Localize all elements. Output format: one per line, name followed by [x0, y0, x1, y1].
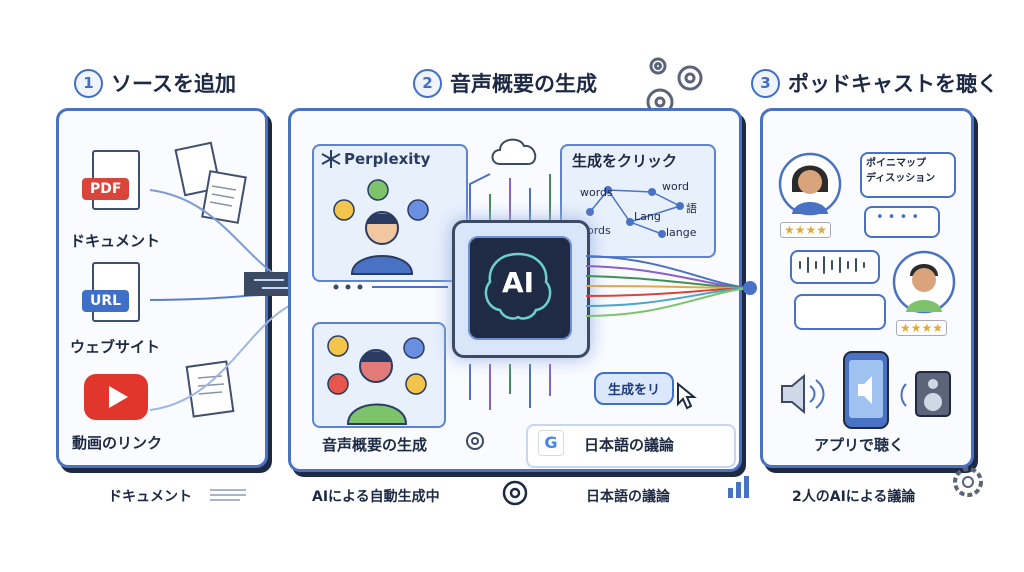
- speech-bubble-topic-text: ポイニマップ ディスッション: [866, 158, 936, 184]
- openai-icon: [466, 432, 484, 450]
- papers-icon: [174, 141, 247, 224]
- url-label: ウェブサイト: [70, 338, 161, 356]
- step-3-title: 3 ポッドキャストを聴く: [751, 68, 998, 98]
- speech-bubble-topic: [860, 152, 956, 198]
- footer-ai-auto: AIによる自動生成中: [312, 489, 440, 505]
- step-2-title: 2 音声概要の生成: [413, 68, 597, 98]
- listen-app-label: アプリで聴く: [814, 436, 905, 454]
- bar-chart-icon: [728, 476, 749, 498]
- step-3-label: ポッドキャストを聴く: [788, 72, 998, 96]
- speech-bubble-dots: [864, 206, 940, 238]
- word-graph: [586, 186, 684, 238]
- cursor-icon: [677, 381, 697, 410]
- openai-footer-icon: [502, 480, 528, 506]
- input-dots: [333, 284, 448, 290]
- google-icon: G: [538, 430, 564, 456]
- speaker-left-icon: [781, 373, 825, 415]
- rating-top: ★★★★: [780, 222, 832, 238]
- audio-overview-label: 音声概要の生成: [322, 436, 428, 454]
- rating-bottom: ★★★★: [896, 320, 948, 336]
- host-avatar-male: [892, 250, 956, 314]
- step-1-number: 1: [74, 68, 103, 98]
- graph-word-6: lange: [666, 226, 697, 239]
- step-3-number: 3: [751, 68, 780, 98]
- graph-word-3: 語: [686, 202, 697, 215]
- perplexity-label: Perplexity: [344, 150, 431, 168]
- speaker-right-icon: [900, 371, 951, 417]
- brain-icon: [484, 252, 552, 320]
- step-1-label: ソースを追加: [111, 72, 236, 96]
- click-title: 生成をクリック: [572, 152, 678, 170]
- generate-button[interactable]: 生成をリ: [594, 372, 675, 405]
- perplexity-logo-icon: [321, 150, 341, 168]
- ai-chip-text: AI: [501, 266, 535, 299]
- graph-word-1: words: [580, 186, 613, 199]
- step-2-label: 音声概要の生成: [450, 72, 597, 96]
- pdf-label: ドキュメント: [70, 232, 161, 250]
- person-with-reactions-icon: [327, 335, 427, 425]
- footer-document: ドキュメント: [108, 489, 192, 505]
- cloud-icon: [491, 138, 537, 165]
- speech-bubble-dots-text: • • • •: [876, 210, 920, 225]
- video-label: 動画のリンク: [72, 434, 163, 452]
- output-fan-lines: [585, 255, 757, 317]
- footer-japanese-discussion: 日本語の議論: [586, 489, 670, 505]
- japanese-discussion-label: 日本語の議論: [584, 436, 675, 454]
- footer-two-ai: 2人のAIによる議論: [792, 489, 916, 505]
- person-with-emotions-icon: [333, 179, 429, 275]
- url-tag: URL: [82, 290, 130, 312]
- click-to-generate-card: [560, 144, 716, 258]
- speech-bubble-empty: [794, 294, 886, 330]
- footer-lines-left: [210, 489, 246, 501]
- host-avatar-female: [778, 152, 842, 216]
- graph-word-4: Lang: [634, 210, 661, 223]
- circuit-lines: [469, 173, 551, 410]
- phone-audio-icon: [843, 351, 889, 429]
- waveform-icon: [799, 256, 865, 274]
- pdf-tag: PDF: [82, 178, 130, 200]
- step-2-number: 2: [413, 68, 442, 98]
- gear-icon: [953, 467, 983, 497]
- graph-word-2: word: [662, 180, 690, 193]
- step-1-title: 1 ソースを追加: [74, 68, 236, 98]
- video-play-icon: [84, 374, 148, 420]
